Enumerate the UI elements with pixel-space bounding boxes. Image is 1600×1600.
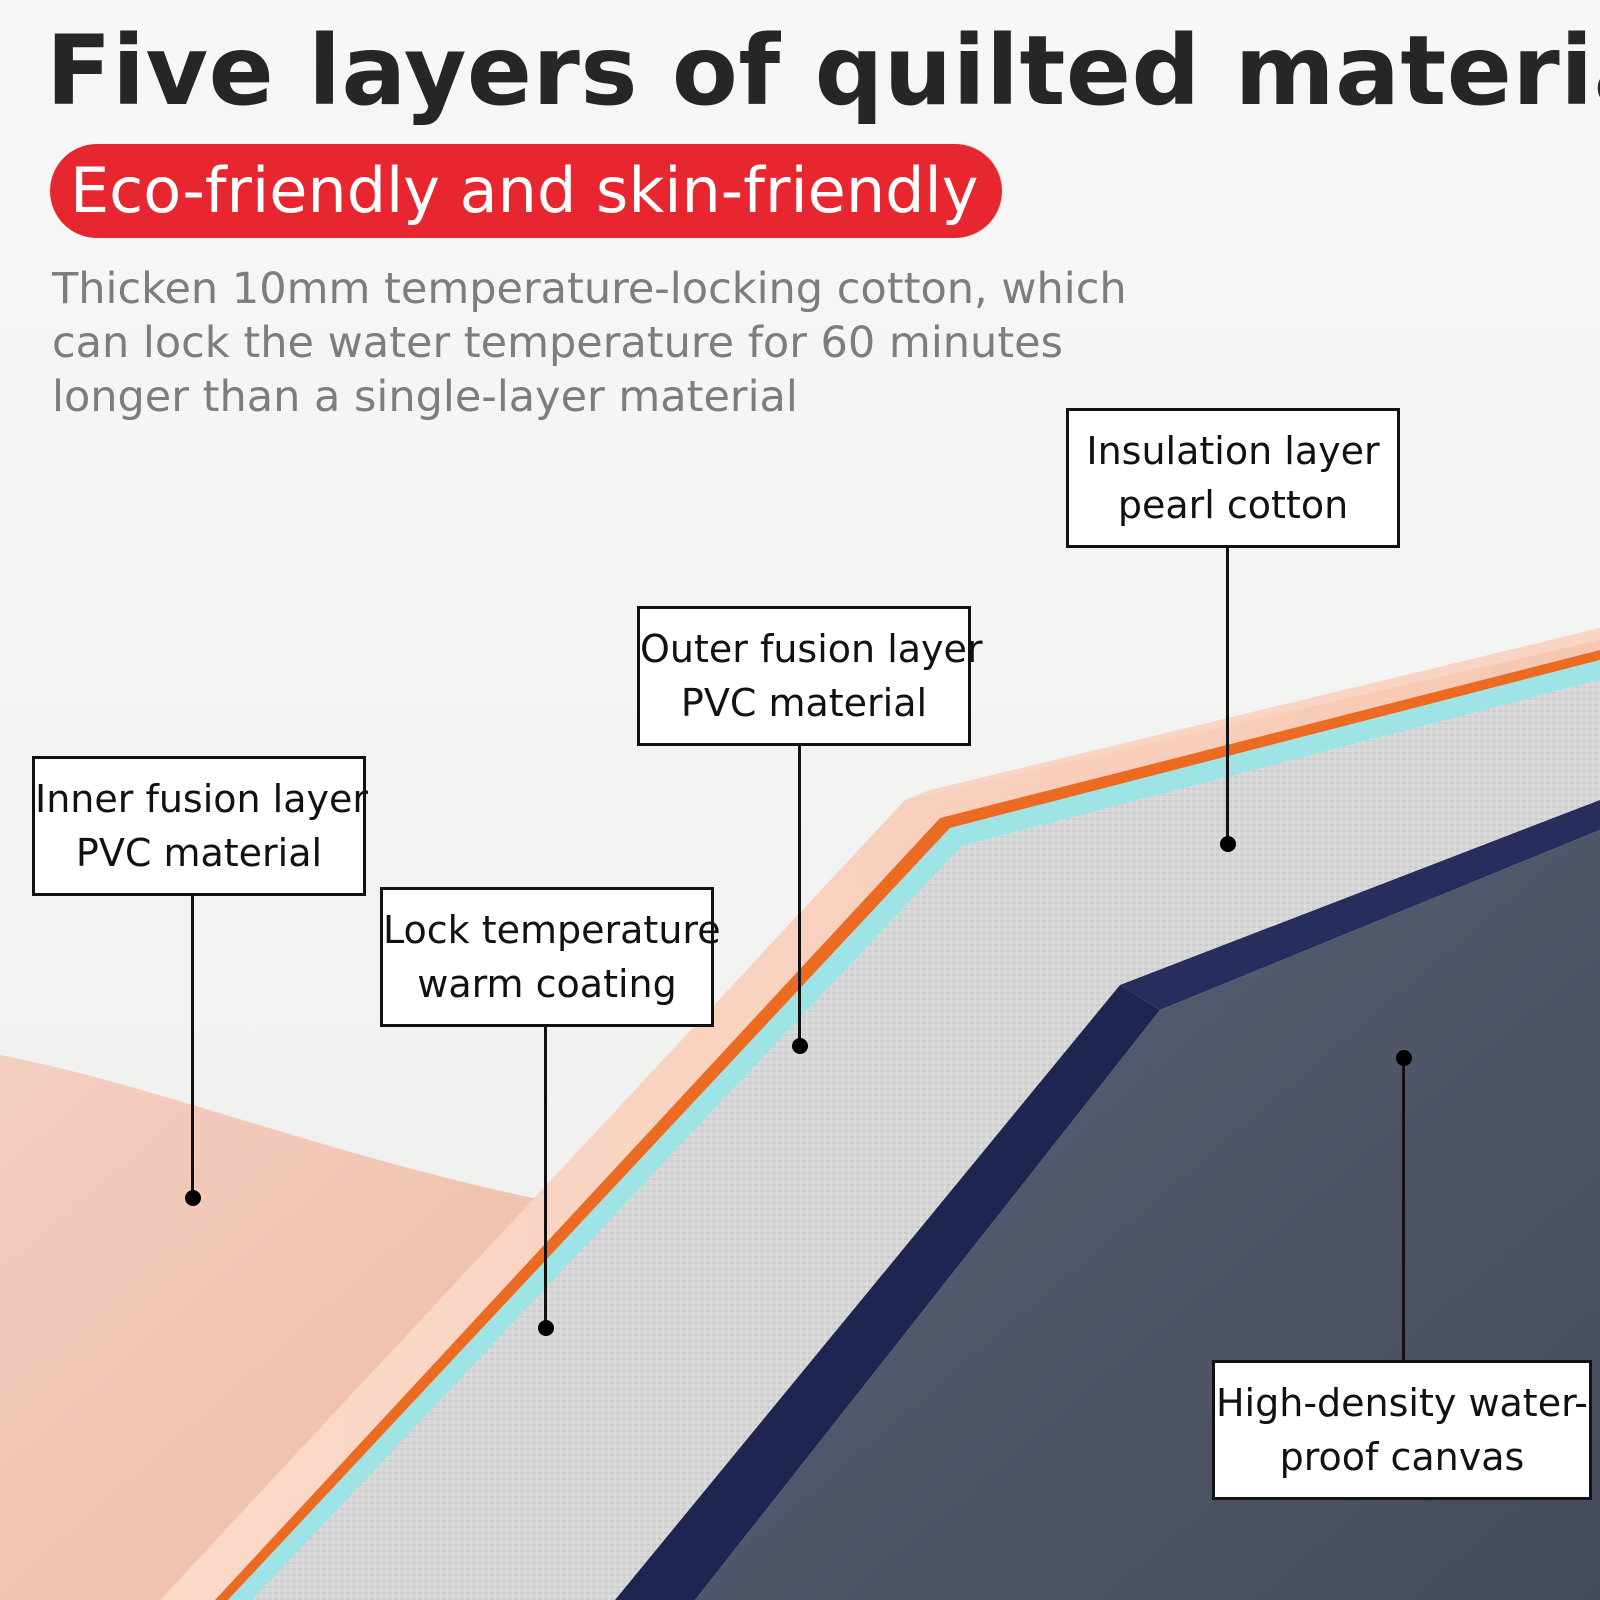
leader-outer-fusion [798, 746, 801, 1046]
leader-lock-temperature [544, 1027, 547, 1327]
navy-layer [615, 985, 1160, 1600]
pointer-dot-insulation [1220, 836, 1236, 852]
label-insulation-line1: Insulation layer [1086, 429, 1380, 473]
inner-fusion-surface [160, 635, 1600, 1600]
label-inner-fusion-line2: PVC material [75, 831, 323, 875]
label-insulation-line2: pearl cotton [1117, 483, 1349, 527]
inner-fusion-face [905, 628, 1600, 800]
label-waterproof-canvas: High-density water- proof canvas [1212, 1360, 1592, 1500]
navy-top-face [1120, 800, 1600, 1010]
label-lock-temperature-line1: Lock temperature [383, 908, 721, 952]
label-outer-fusion-layer: Outer fusion layer PVC material [637, 606, 983, 746]
label-canvas-line2: proof canvas [1279, 1435, 1525, 1479]
label-canvas-line1: High-density water- [1215, 1381, 1588, 1425]
pointer-dot-canvas [1396, 1050, 1412, 1066]
label-inner-fusion-line1: Inner fusion layer [35, 777, 369, 821]
leader-canvas [1402, 1058, 1405, 1360]
pearl-cotton-layer [252, 680, 1600, 1600]
label-lock-temperature: Lock temperature warm coating [380, 887, 721, 1027]
pointer-dot-lock-temperature [538, 1320, 554, 1336]
label-outer-fusion-line1: Outer fusion layer [640, 627, 983, 671]
label-inner-fusion-layer: Inner fusion layer PVC material [32, 756, 369, 896]
description-text: Thicken 10mm temperature-locking cotton,… [52, 264, 1127, 422]
label-insulation-layer: Insulation layer pearl cotton [1066, 408, 1400, 548]
leader-inner-fusion [191, 896, 194, 1194]
leader-insulation [1226, 548, 1229, 844]
label-outer-fusion-line2: PVC material [680, 681, 928, 725]
page-title: Five layers of quilted material [46, 15, 1600, 127]
eco-friendly-badge: Eco-friendly and skin-friendly [50, 144, 1003, 238]
label-lock-temperature-line2: warm coating [417, 962, 677, 1006]
pointer-dot-outer-fusion [792, 1038, 808, 1054]
pointer-dot-inner-fusion [185, 1190, 201, 1206]
